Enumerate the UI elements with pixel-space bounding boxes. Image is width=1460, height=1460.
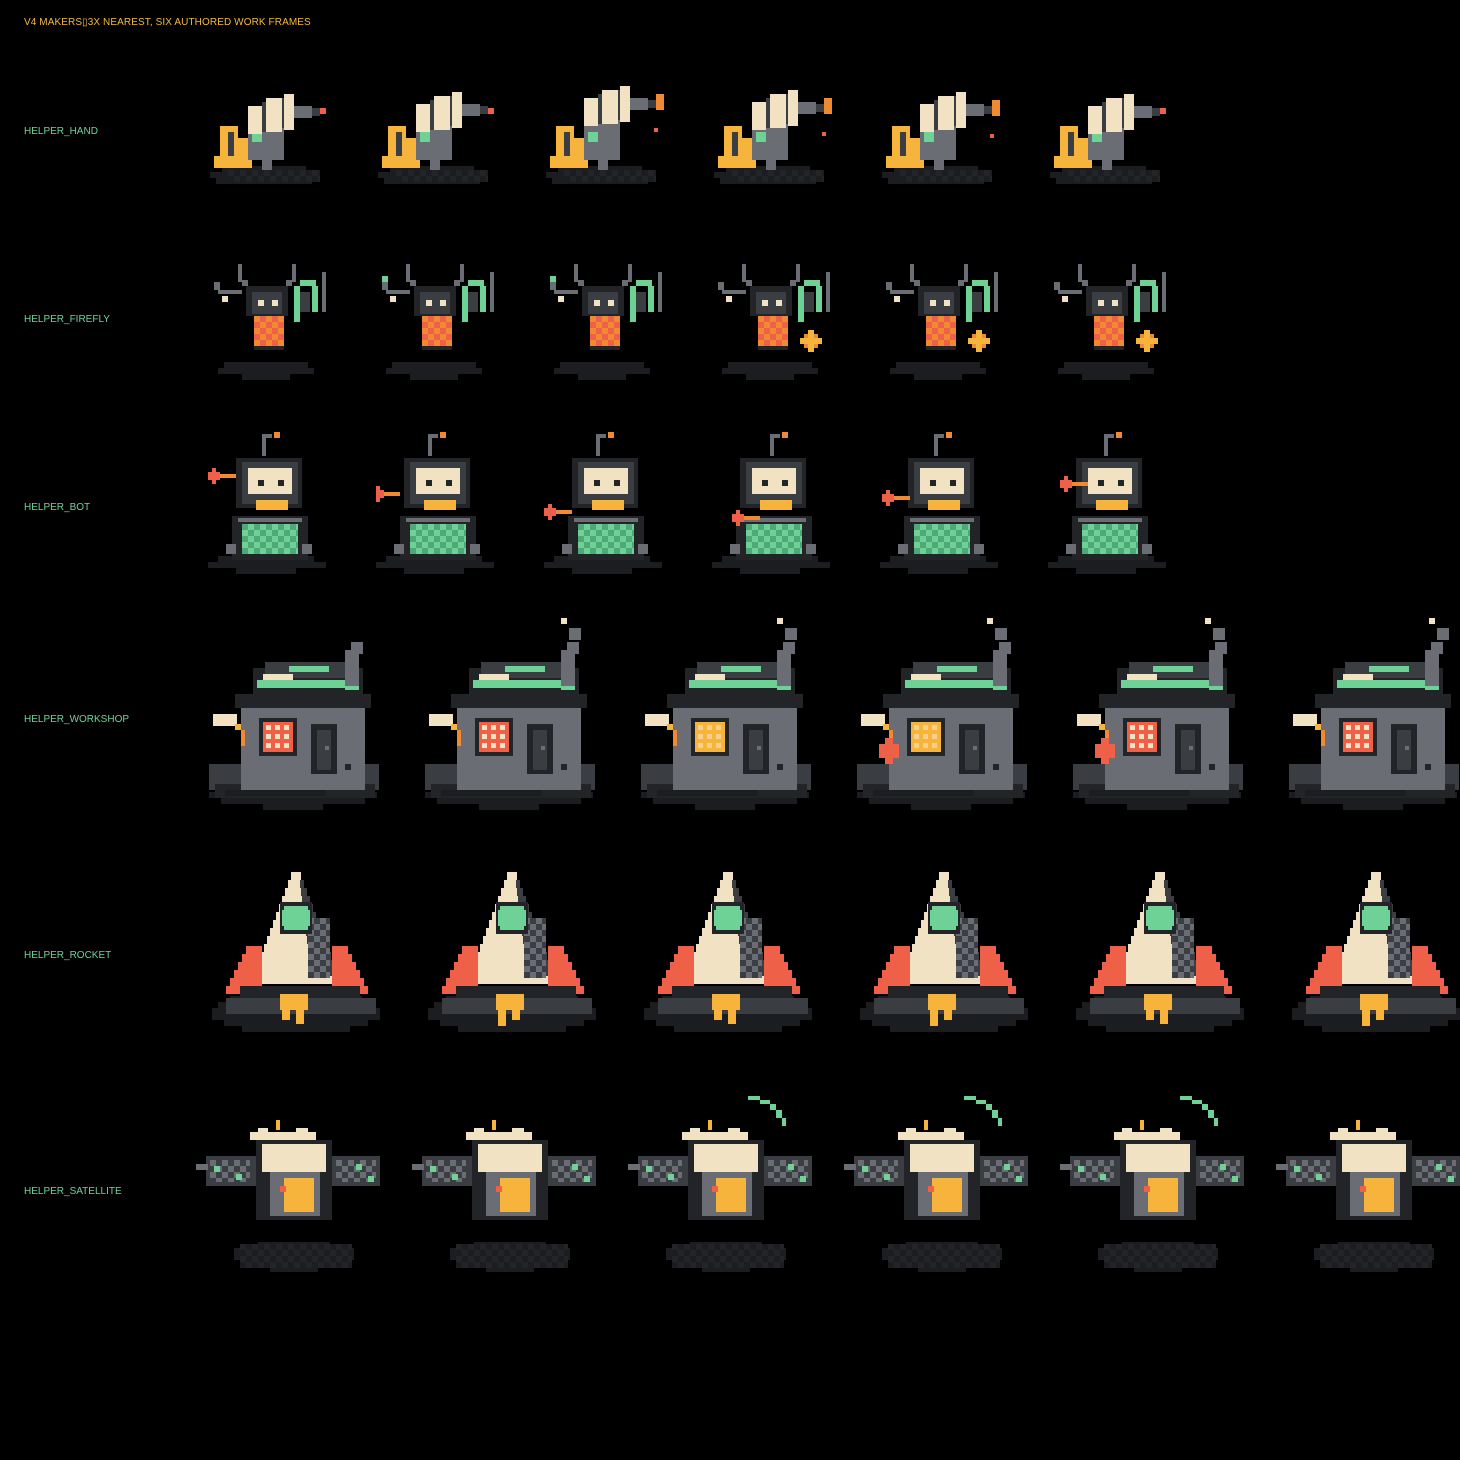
sprite-frame-bot-4 [712,426,836,576]
firefly-sprite [718,264,830,380]
sprite-frame-rocket-3 [642,858,818,1050]
sprite-frame-bot-1 [208,426,332,576]
bot-sprite [1048,432,1166,574]
sprite-frame-hand-4 [712,72,832,196]
rocket-sprite [644,872,812,1032]
sprite-frame-hand-2 [376,72,496,196]
bot-sprite [712,432,830,574]
row-label-firefly: HELPER_FIREFLY [24,314,110,325]
workshop-sprite [857,618,1027,810]
sprite-frame-satellite-1 [196,1088,380,1278]
workshop-sprite [1073,618,1243,810]
sprite-frame-satellite-3 [628,1088,812,1278]
sprite-frame-rocket-6 [1290,858,1460,1050]
row-label-bot: HELPER_BOT [24,502,91,513]
sprite-frame-satellite-2 [412,1088,596,1278]
row-label-hand: HELPER_HAND [24,126,98,137]
sprite-frame-bot-5 [880,426,1004,576]
rocket-sprite [1076,872,1244,1032]
workshop-sprite [209,642,379,810]
sprite-frame-workshop-6 [1285,614,1460,814]
workshop-sprite [1289,618,1459,810]
sprite-frame-workshop-2 [421,614,601,814]
sprite-frame-satellite-4 [844,1088,1028,1278]
hand-sprite [378,92,494,184]
sprite-frame-firefly-1 [208,252,332,384]
row-label-workshop: HELPER_WORKSHOP [24,714,130,725]
sprite-frame-firefly-4 [712,252,836,384]
satellite-sprite [1276,1120,1460,1272]
sprite-frame-hand-6 [1048,72,1168,196]
bot-sprite [376,432,494,574]
firefly-sprite [382,264,494,380]
sprite-frame-satellite-6 [1276,1088,1460,1278]
sprite-frame-rocket-2 [426,858,602,1050]
sprite-frame-hand-5 [880,72,1000,196]
sprite-frame-workshop-5 [1069,614,1249,814]
rocket-sprite [212,872,380,1032]
firefly-sprite [550,264,662,380]
row-label-satellite: HELPER_SATELLITE [24,1186,122,1197]
satellite-sprite [412,1120,596,1272]
sprite-frame-satellite-5 [1060,1088,1244,1278]
satellite-sprite [628,1096,812,1272]
row-label-rocket: HELPER_ROCKET [24,950,112,961]
sheet-title: V4 MAKERS▯3X NEAREST, SIX AUTHORED WORK … [24,17,311,28]
firefly-sprite [886,264,998,380]
satellite-sprite [844,1096,1028,1272]
firefly-sprite [214,264,326,380]
sprite-frame-hand-1 [208,72,328,196]
rocket-sprite [860,872,1028,1032]
satellite-sprite [1060,1096,1244,1272]
satellite-sprite [196,1120,380,1272]
sprite-frame-bot-3 [544,426,668,576]
workshop-sprite [641,618,811,810]
sprite-frame-firefly-2 [376,252,500,384]
bot-sprite [544,432,662,574]
hand-sprite [210,94,326,184]
sprite-frame-workshop-1 [205,614,385,814]
sprite-frame-bot-6 [1048,426,1172,576]
bot-sprite [208,432,326,574]
firefly-sprite [1054,264,1166,380]
rocket-sprite [1292,872,1460,1032]
sprite-frame-firefly-6 [1048,252,1172,384]
bot-sprite [880,432,998,574]
sprite-frame-bot-2 [376,426,500,576]
hand-sprite [1050,94,1166,184]
sprite-frame-firefly-5 [880,252,1004,384]
hand-sprite [882,92,1000,184]
hand-sprite [714,90,832,184]
sprite-frame-rocket-4 [858,858,1034,1050]
rocket-sprite [428,872,596,1032]
sprite-frame-hand-3 [544,72,664,196]
workshop-sprite [425,618,595,810]
sprite-frame-firefly-3 [544,252,668,384]
sprite-frame-rocket-5 [1074,858,1250,1050]
hand-sprite [546,86,664,184]
sprite-frame-rocket-1 [210,858,386,1050]
sprite-frame-workshop-4 [853,614,1033,814]
sprite-frame-workshop-3 [637,614,817,814]
